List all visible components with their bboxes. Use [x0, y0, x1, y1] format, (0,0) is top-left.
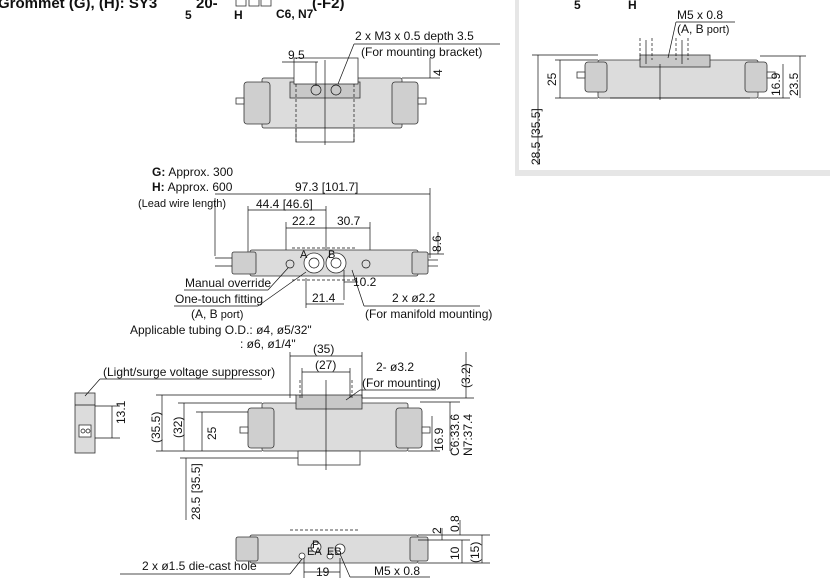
inset-dim-23-5: 23.5 [787, 72, 801, 96]
front-dim-13-1: 13.1 [114, 400, 128, 424]
front-dim-16-9: 16.9 [432, 427, 446, 451]
front-view: 13.1 (Light/surge voltage suppressor) (3… [74, 342, 475, 520]
bottom-dim-2: 2 [430, 527, 444, 534]
plan-port-a: A [300, 249, 308, 261]
mount-holes-label: 2- ø3.2 [376, 360, 414, 374]
front-dim-c6: C6:33.6 [448, 414, 462, 456]
inset-dim-28-5: 28.5 [35.5] [529, 108, 543, 165]
tubing-line-1: Applicable tubing O.D.: ø4, ø5/32" [130, 323, 312, 337]
front-dim-35-5: (35.5) [149, 412, 163, 443]
mount-note: (For mounting) [362, 376, 441, 390]
plan-dim-21-4: 21.4 [312, 291, 336, 305]
inset-header-sub2: H [628, 0, 637, 12]
header-left-title3: (-F2) [312, 0, 345, 12]
bottom-port-ea: EA [307, 546, 322, 558]
manual-override-label: Manual override [185, 276, 271, 290]
header-box-icon-2 [248, 0, 260, 7]
fitting-label: One-touch fitting [175, 292, 263, 306]
bottom-port-p: P [312, 539, 319, 551]
front-dim-27: (27) [315, 358, 336, 372]
inset-panel: SY3 5 H M5 x 0.8 (A, B port) 25 [515, 0, 830, 176]
header-title: Grommet (G), (H): SY3 5 20- H C6, N7 (-F… [0, 0, 345, 22]
top-dim-9-5: 9.5 [288, 48, 305, 62]
header-left-title: Grommet (G), (H): SY3 [0, 0, 157, 12]
bottom-dim-19: 19 [316, 565, 330, 578]
inset-dim-16-9: 16.9 [769, 72, 783, 96]
front-dim-32: (32) [171, 417, 185, 438]
plan-dim-10-2: 10.2 [353, 275, 377, 289]
bottom-view: P EA EB 2 0.8 10 (15) 19 2 x ø1.5 die-ca… [120, 515, 490, 578]
plan-dim-22-2: 22.2 [292, 214, 316, 228]
header-left-sub: 5 [185, 8, 192, 22]
inset-valve [576, 38, 776, 100]
inset-header-sub: 5 [574, 0, 581, 12]
header-left-sub3: C6, N7 [276, 7, 314, 21]
header-left-title2: 20- [196, 0, 218, 12]
top-view [235, 57, 427, 145]
suppressor-label: (Light/surge voltage suppressor) [103, 365, 275, 379]
header-box-icon [235, 0, 247, 7]
plan-dim-overall: 97.3 [101.7] [295, 180, 358, 194]
tubing-line-2: : ø6, ø1/4" [240, 337, 296, 351]
inset-dim-25: 25 [545, 72, 559, 86]
bottom-thread-label: M5 x 0.8 [374, 564, 420, 578]
lead-g-line: G:Approx. 300 [152, 165, 233, 179]
top-thread-note: (For mounting bracket) [361, 45, 482, 59]
lead-note: (Lead wire length) [138, 198, 226, 210]
diecast-label: 2 x ø1.5 die-cast hole [142, 559, 257, 573]
manifold-note: (For manifold mounting) [365, 307, 492, 321]
front-dim-n7: N7:37.4 [461, 414, 475, 456]
front-dim-35: (35) [313, 342, 334, 356]
plan-dim-44: 44.4 [46.6] [256, 197, 313, 211]
bottom-dim-10: 10 [448, 546, 462, 560]
plan-dim-8-6: 8.6 [430, 235, 444, 252]
lead-h-line: H:Approx. 600 [152, 180, 233, 194]
plan-port-b: B [328, 249, 335, 261]
inset-thread-label: M5 x 0.8 [677, 8, 723, 22]
header-left-sub2: H [234, 8, 243, 22]
front-dim-28-5: 28.5 [35.5] [189, 463, 203, 520]
manifold-holes-label: 2 x ø2.2 [392, 291, 436, 305]
plan-view: G:Approx. 300 H:Approx. 600 (Lead wire l… [130, 165, 492, 351]
bottom-dim-15: (15) [468, 542, 482, 563]
bottom-port-eb: EB [327, 546, 342, 558]
top-dim-4: 4 [431, 69, 445, 76]
fitting-port-label: (A, B port) [191, 307, 243, 321]
inset-port-label: (A, B port) [677, 22, 729, 36]
svg-text:SY3: SY3 [548, 0, 571, 1]
front-dim-25: 25 [205, 426, 219, 440]
plan-dim-30-7: 30.7 [337, 214, 361, 228]
top-thread-label: 2 x M3 x 0.5 depth 3.5 [355, 29, 474, 43]
bottom-dim-0-8: 0.8 [448, 515, 462, 532]
front-dim-3-2: (3.2) [459, 363, 473, 388]
header-box-icon-3 [260, 0, 272, 7]
